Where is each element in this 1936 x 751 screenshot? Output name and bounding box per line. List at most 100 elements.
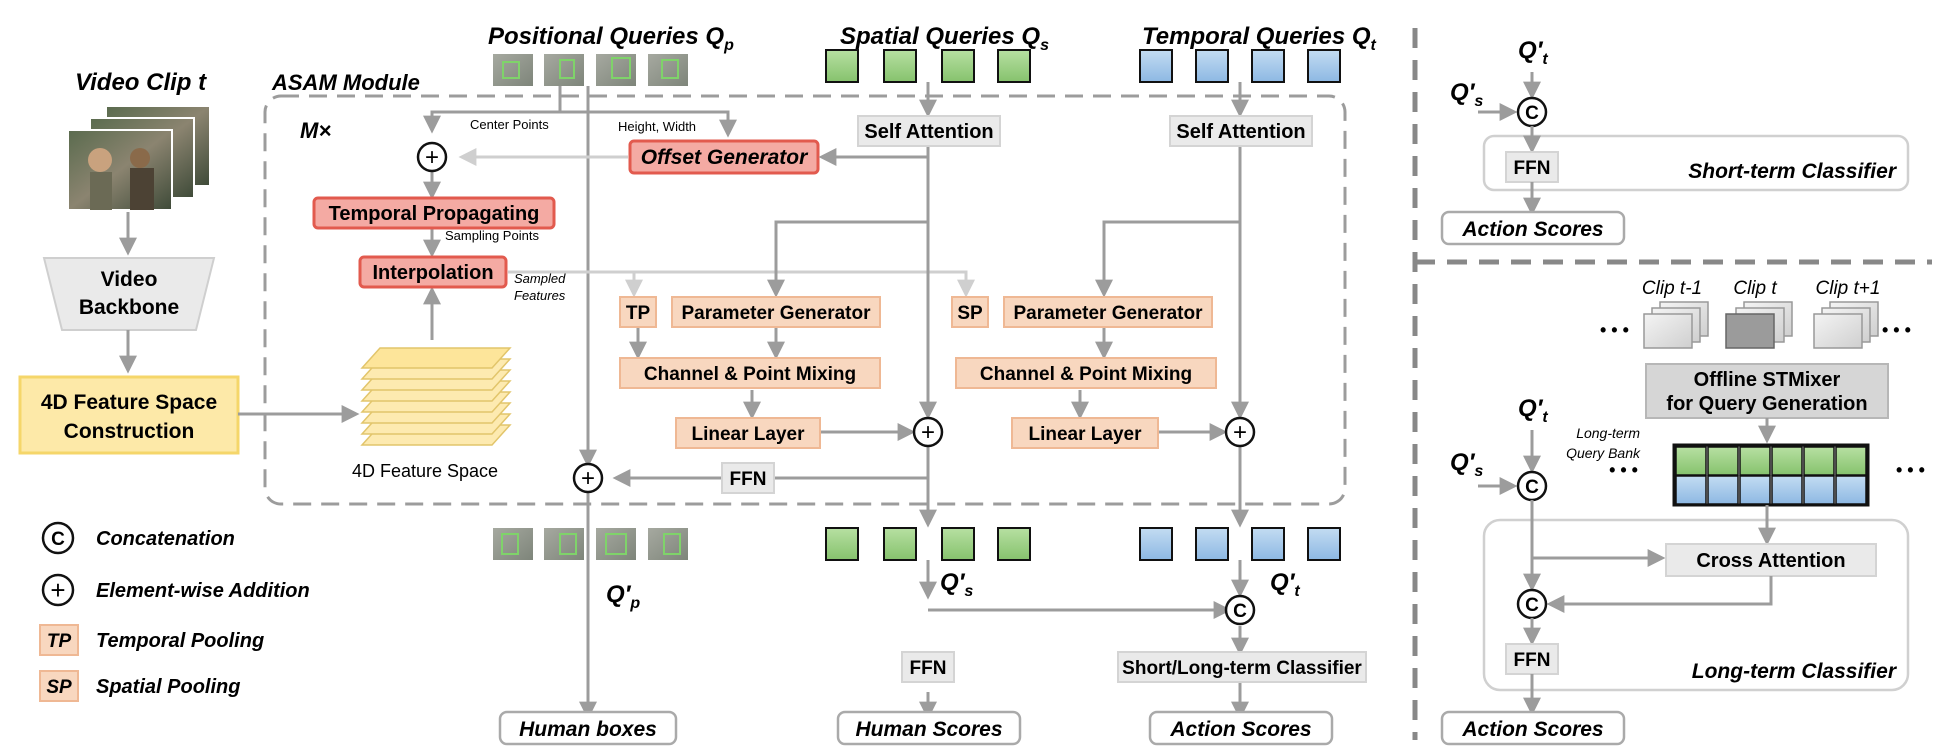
positional-query-2 <box>544 54 584 86</box>
svg-text:Long-term Classifier: Long-term Classifier <box>1692 660 1898 683</box>
svg-text:Construction: Construction <box>64 420 195 443</box>
human-scores-output: Human Scores <box>836 710 1022 746</box>
video-clip-title: Video Clip t <box>75 69 207 96</box>
svg-text:Offline STMixer: Offline STMixer <box>1694 369 1841 391</box>
svg-text:Linear Layer: Linear Layer <box>692 424 806 445</box>
svg-text:TP: TP <box>47 631 72 652</box>
panel-dividers <box>1412 28 1932 740</box>
temporal-query-tokens <box>1139 49 1341 83</box>
svg-text:SP: SP <box>957 303 983 324</box>
svg-text:+: + <box>50 575 65 605</box>
positional-output-thumbnails <box>493 528 688 560</box>
sampling-points-label: Sampling Points <box>445 228 539 243</box>
svg-text:4D Feature Space: 4D Feature Space <box>41 391 217 414</box>
sampled-features-label-2: Features <box>514 288 566 303</box>
svg-text:Short/Long-term Classifier: Short/Long-term Classifier <box>1122 658 1362 679</box>
svg-text:Short-term Classifier: Short-term Classifier <box>1688 160 1898 183</box>
long-term-classifier-panel: Clip t-1 Clip t Clip t+1 • • • • • • Off… <box>1440 278 1925 746</box>
svg-text:Offset Generator: Offset Generator <box>641 146 809 169</box>
svg-text:+: + <box>1233 419 1247 446</box>
svg-text:C: C <box>1525 477 1539 498</box>
sampled-features-lines <box>508 270 975 298</box>
svg-text:Concatenation: Concatenation <box>96 528 235 550</box>
svg-text:Video: Video <box>101 268 158 291</box>
temporal-queries-title: Temporal Queries Qt <box>1142 23 1377 54</box>
positional-query-4 <box>648 54 688 86</box>
self-attention-temporal: Self Attention <box>1169 115 1313 147</box>
ffn-output: FFN <box>901 651 955 683</box>
svg-text:Parameter Generator: Parameter Generator <box>1013 303 1203 324</box>
human-boxes-output: Human boxes <box>498 710 678 746</box>
svg-text:FFN: FFN <box>910 658 947 679</box>
center-points-label: Center Points <box>470 117 549 132</box>
video-backbone: Video Backbone <box>42 257 216 331</box>
svg-text:FFN: FFN <box>1514 650 1551 671</box>
svg-text:Cross Attention: Cross Attention <box>1696 550 1845 572</box>
add-op-positional <box>572 462 604 494</box>
concat-op-output <box>1224 594 1256 626</box>
svg-text:Action Scores: Action Scores <box>1169 718 1311 741</box>
repeat-label: M× <box>300 118 331 143</box>
svg-text:Action Scores: Action Scores <box>1461 718 1603 741</box>
svg-text:Clip t+1: Clip t+1 <box>1816 278 1881 299</box>
svg-text:for Query Generation: for Query Generation <box>1666 393 1867 415</box>
svg-text:+: + <box>921 419 935 446</box>
self-attention-spatial: Self Attention <box>857 115 1001 147</box>
asam-module-box <box>263 94 1347 506</box>
svg-text:FFN: FFN <box>730 469 767 490</box>
svg-text:Action Scores: Action Scores <box>1461 218 1603 241</box>
short-term-classifier-panel: Q′t Q′s C FFN Short-term Classifier Acti… <box>1440 37 1910 246</box>
svg-text:+: + <box>581 465 595 492</box>
interpolation: Interpolation <box>358 255 508 289</box>
svg-text:C: C <box>1525 595 1539 616</box>
svg-text:TP: TP <box>626 303 651 324</box>
height-width-label: Height, Width <box>618 119 696 134</box>
positional-queries-title: Positional Queries Qp <box>488 23 734 54</box>
svg-text:Clip t-1: Clip t-1 <box>1642 278 1702 299</box>
add-op-temporal <box>1224 416 1256 448</box>
svg-text:Human boxes: Human boxes <box>519 718 657 741</box>
video-clip-frames <box>67 105 211 211</box>
svg-text:Long-term: Long-term <box>1576 425 1640 441</box>
parameter-generator-spatial: Parameter Generator <box>671 296 881 328</box>
svg-text:Temporal Propagating: Temporal Propagating <box>329 203 540 225</box>
spatial-queries-title: Spatial Queries Qs <box>840 23 1049 54</box>
svg-text:Channel & Point Mixing: Channel & Point Mixing <box>644 364 856 385</box>
spatial-branch-lines <box>612 82 1232 720</box>
svg-text:Q′t: Q′t <box>1518 395 1548 426</box>
spatial-query-tokens <box>825 49 1031 83</box>
svg-text:Q′s: Q′s <box>1450 79 1483 110</box>
svg-text:Backbone: Backbone <box>79 296 179 319</box>
offset-generator: Offset Generator <box>628 139 820 175</box>
svg-text:C: C <box>51 529 65 550</box>
qt-prime-label: Q′t <box>1270 569 1300 600</box>
svg-text:SP: SP <box>46 677 72 698</box>
svg-text:• • •: • • • <box>1882 320 1911 340</box>
add-op-offset-sign: + <box>425 144 439 171</box>
svg-text:• • •: • • • <box>1896 460 1925 480</box>
sampled-features-label-1: Sampled <box>514 271 566 286</box>
action-scores-output: Action Scores <box>1148 710 1334 746</box>
positional-query-thumbnails <box>493 54 688 86</box>
feature-space-label: 4D Feature Space <box>352 461 498 481</box>
qs-prime-label: Q′s <box>940 569 973 600</box>
svg-text:Parameter Generator: Parameter Generator <box>681 303 871 324</box>
ffn-asam: FFN <box>721 462 775 494</box>
svg-text:Q′s: Q′s <box>1450 449 1483 480</box>
svg-text:• • •: • • • <box>1600 320 1629 340</box>
svg-text:Linear Layer: Linear Layer <box>1029 424 1143 445</box>
svg-text:Self Attention: Self Attention <box>1176 121 1305 143</box>
temporal-output-tokens <box>1139 527 1341 561</box>
asam-module-title: ASAM Module <box>271 70 420 95</box>
feature-space-construction: 4D Feature Space Construction <box>18 375 240 455</box>
svg-text:Spatial Pooling: Spatial Pooling <box>96 676 240 698</box>
svg-text:• • •: • • • <box>1609 460 1638 480</box>
svg-text:Human Scores: Human Scores <box>855 718 1002 741</box>
svg-text:C: C <box>1525 103 1539 124</box>
positional-branch-lines <box>423 86 737 720</box>
positional-query-1 <box>493 54 533 86</box>
svg-text:C: C <box>1233 601 1247 622</box>
query-titles: Positional Queries Qp Spatial Queries Qs… <box>488 23 1377 54</box>
tp-box: TP <box>619 296 657 328</box>
svg-text:Query Bank: Query Bank <box>1566 445 1641 461</box>
